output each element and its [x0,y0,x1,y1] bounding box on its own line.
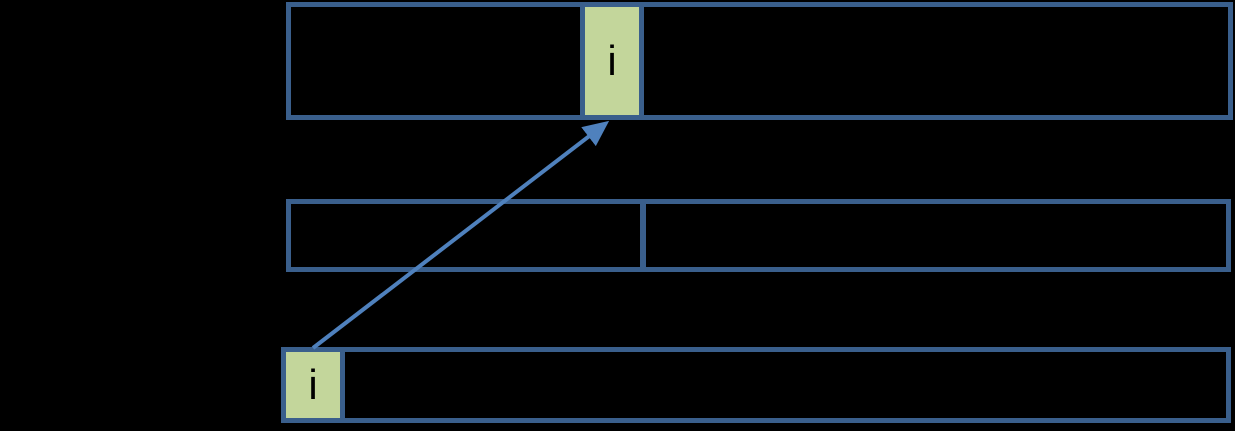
bottom-index-cell: i [281,347,345,423]
top-index-cell: i [580,2,644,120]
bottom-index-label: i [308,361,318,408]
top-array-box [286,2,1233,120]
top-index-label: i [607,37,617,84]
middle-array-box [286,199,1231,272]
bottom-array-box [281,347,1231,423]
middle-array-divider [640,199,646,272]
